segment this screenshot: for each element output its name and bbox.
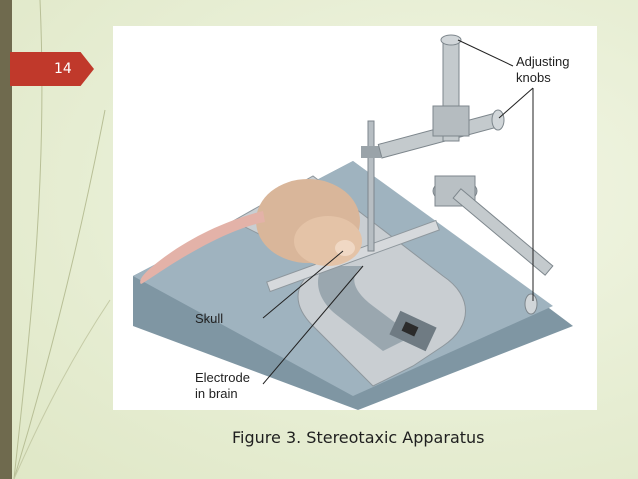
u-frame-inner <box>318 266 413 351</box>
arm-knob <box>491 109 505 131</box>
rat-skull <box>335 240 355 256</box>
top-knob <box>440 34 462 46</box>
electrode-post <box>367 120 375 252</box>
column-block <box>432 105 470 137</box>
slide-number: 14 <box>54 61 72 77</box>
side-rail <box>452 188 554 276</box>
slide-number-badge: 14 <box>10 52 94 86</box>
rat-head <box>294 216 362 266</box>
label-skull: Skull <box>195 311 223 326</box>
rail-knob <box>524 293 538 315</box>
label-electrode: Electrode <box>195 370 250 385</box>
rat-tail <box>140 211 265 284</box>
label-adjusting: Adjusting <box>516 54 569 69</box>
post-clamp <box>361 146 381 158</box>
nose-clamp-slot <box>401 321 419 337</box>
stereotaxic-figure: Adjusting knobs Skull Electrode in brain <box>113 26 597 410</box>
label-in-brain: in brain <box>195 386 238 401</box>
slide-left-bar <box>0 0 12 479</box>
stereotaxic-illustration: Adjusting knobs Skull Electrode in brain <box>133 34 573 410</box>
label-knobs: knobs <box>516 70 551 85</box>
figure-caption: Figure 3. Stereotaxic Apparatus <box>232 428 485 447</box>
